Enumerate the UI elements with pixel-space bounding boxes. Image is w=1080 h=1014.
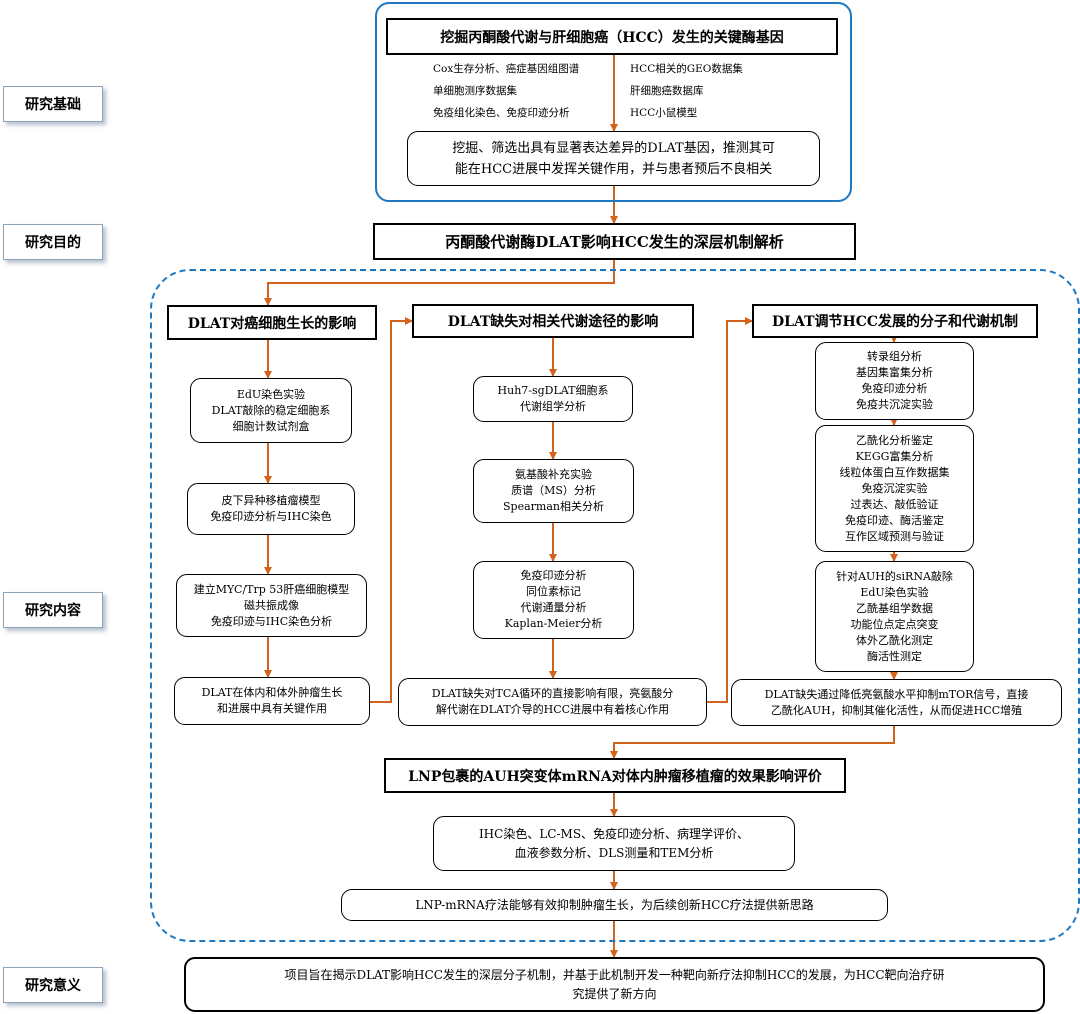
objective-title: 丙酮酸代谢酶DLAT影响HCC发生的深层机制解析 bbox=[373, 223, 856, 260]
mechanism-conclusion: DLAT缺失通过降低亮氨酸水平抑制mTOR信号，直接 乙酰化AUH，抑制其催化活… bbox=[731, 679, 1062, 726]
growth-step-3: 建立MYC/Trp 53肝癌细胞模型 磁共振成像 免疫印迹与IHC染色分析 bbox=[176, 574, 367, 637]
mechanism-step-1: 转录组分析 基因集富集分析 免疫印迹分析 免疫共沉淀实验 bbox=[815, 342, 974, 420]
foundation-title: 挖掘丙酮酸代谢与肝细胞癌（HCC）发生的关键酶基因 bbox=[386, 18, 838, 55]
growth-step-2: 皮下异种移植瘤模型 免疫印迹分析与IHC染色 bbox=[187, 483, 355, 535]
side-label-content: 研究内容 bbox=[3, 592, 103, 628]
metabolism-header: DLAT缺失对相关代谢途径的影响 bbox=[412, 304, 694, 338]
therapy-title: LNP包裹的AUH突变体mRNA对体内肿瘤移植瘤的效果影响评价 bbox=[384, 758, 846, 793]
metabolism-step-3: 免疫印迹分析 同位素标记 代谢通量分析 Kaplan-Meier分析 bbox=[473, 561, 634, 639]
arrow-growth-to-metabolism bbox=[370, 317, 413, 703]
mechanism-step-2: 乙酰化分析鉴定 KEGG富集分析 线粒体蛋白互作数据集 免疫沉淀实验 过表达、敲… bbox=[815, 425, 974, 552]
foundation-conclusion: 挖掘、筛选出具有显著表达差异的DLAT基因，推测其可 能在HCC进展中发挥关键作… bbox=[407, 131, 820, 186]
therapy-methods: IHC染色、LC-MS、免疫印迹分析、病理学评价、 血液参数分析、DLS测量和T… bbox=[433, 816, 795, 871]
metabolism-conclusion: DLAT缺失对TCA循环的直接影响有限，亮氨酸分 解代谢在DLAT介导的HCC进… bbox=[398, 678, 707, 726]
metabolism-step-1: Huh7-sgDLAT细胞系 代谢组学分析 bbox=[473, 376, 633, 422]
arrow-objective-to-growth bbox=[264, 260, 615, 306]
content-frame bbox=[150, 269, 1080, 942]
mechanism-header: DLAT调节HCC发展的分子和代谢机制 bbox=[752, 304, 1038, 338]
growth-step-1: EdU染色实验 DLAT敲除的稳定细胞系 细胞计数试剂盒 bbox=[190, 378, 352, 443]
growth-conclusion: DLAT在体内和体外肿瘤生长 和进展中具有关键作用 bbox=[174, 677, 370, 725]
growth-header: DLAT对癌细胞生长的影响 bbox=[167, 305, 377, 340]
significance-box: 项目旨在揭示DLAT影响HCC发生的深层分子机制，并基于此机制开发一种靶向新疗法… bbox=[184, 957, 1045, 1012]
arrow-metabolism-to-mechanism bbox=[707, 317, 753, 703]
metabolism-step-2: 氨基酸补充实验 质谱（MS）分析 Spearman相关分析 bbox=[473, 459, 634, 523]
mechanism-step-3: 针对AUH的siRNA敲除 EdU染色实验 乙酰基组学数据 功能位点定点突变 体… bbox=[815, 561, 974, 672]
arrow-mechanism-to-therapy bbox=[610, 726, 895, 759]
side-label-objective: 研究目的 bbox=[3, 224, 103, 260]
foundation-methods-left: Cox生存分析、癌症基因组图谱 单细胞测序数据集 免疫组化染色、免疫印迹分析 bbox=[433, 63, 580, 119]
side-label-foundation: 研究基础 bbox=[3, 86, 103, 122]
therapy-conclusion: LNP-mRNA疗法能够有效抑制肿瘤生长，为后续创新HCC疗法提供新思路 bbox=[341, 889, 888, 921]
foundation-frame bbox=[375, 2, 852, 202]
side-label-significance: 研究意义 bbox=[3, 967, 103, 1003]
foundation-methods-right: HCC相关的GEO数据集 肝细胞癌数据库 HCC小鼠模型 bbox=[630, 63, 743, 119]
